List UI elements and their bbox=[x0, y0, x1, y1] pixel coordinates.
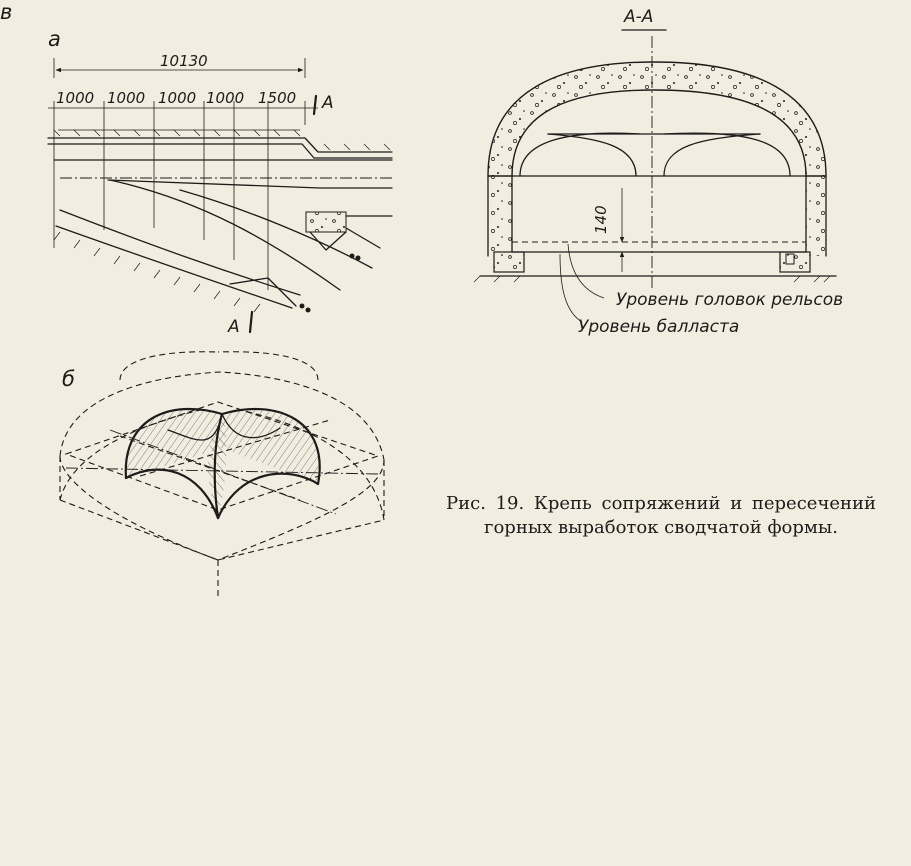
section-a-a: A-A 140 Уровень головок рельсо bbox=[473, 7, 843, 337]
panel-a-plan: а 10130 1000 1000 1000 1000 1500 A bbox=[47, 27, 393, 337]
dimension-total-label: 10130 bbox=[160, 52, 208, 70]
arch-lining bbox=[487, 61, 827, 177]
figure-caption: Рис. 19. Крепь сопряжений и пересечений … bbox=[446, 493, 876, 538]
section-mark-bottom: A bbox=[227, 317, 240, 337]
dimension-seg-1: 1000 bbox=[56, 89, 94, 107]
panel-v-plan: в bbox=[0, 0, 12, 24]
small-cross-section-icon bbox=[299, 211, 393, 313]
dimension-seg-4: 1000 bbox=[206, 89, 244, 107]
panel-b-axonometric: б bbox=[59, 351, 385, 600]
inner-vault-left bbox=[519, 132, 641, 177]
section-mark-top: A bbox=[321, 93, 334, 113]
gallery-wall-upper bbox=[47, 137, 393, 153]
cross-vault-rib-right bbox=[220, 407, 321, 486]
section-title: A-A bbox=[623, 7, 653, 27]
dimension-seg-5: 1500 bbox=[258, 89, 296, 107]
label-rail-level: Уровень головок рельсов bbox=[616, 290, 843, 310]
label-ballast-level: Уровень балласта bbox=[578, 317, 739, 337]
dimension-seg-2: 1000 bbox=[107, 89, 145, 107]
dimension-seg-3: 1000 bbox=[158, 89, 196, 107]
dimension-140: 140 bbox=[592, 205, 610, 234]
cross-vault-rib-left bbox=[124, 407, 224, 480]
panel-label-v: в bbox=[0, 0, 13, 24]
panel-label-a: а bbox=[48, 27, 61, 51]
branch-gallery-wall bbox=[59, 209, 301, 296]
panel-label-b: б bbox=[62, 367, 75, 391]
